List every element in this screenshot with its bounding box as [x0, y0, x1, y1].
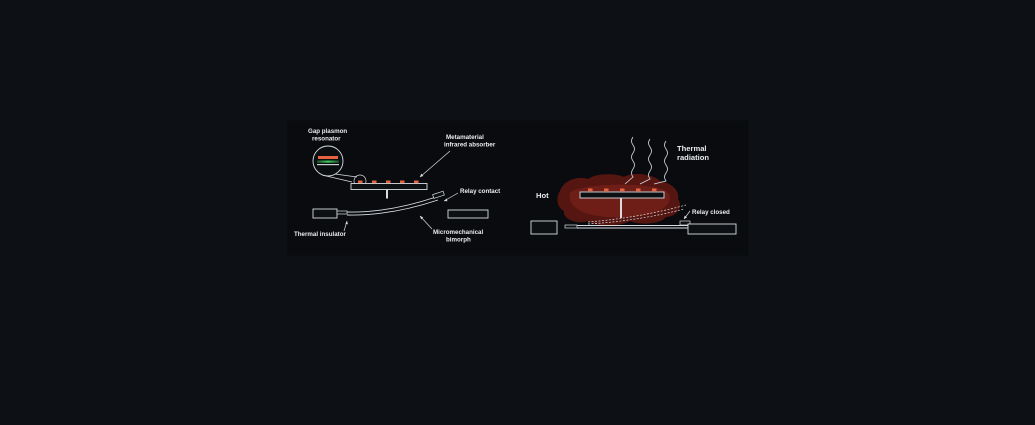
- thermal-radiation-label-line2: radiation: [677, 153, 709, 162]
- thermal-insulator-label: Thermal insulator: [294, 231, 347, 238]
- metamaterial-label-line1: Metamaterial: [446, 134, 484, 141]
- gap-plasmon-zoom-circle: [312, 145, 358, 183]
- relay-closed-label: Relay closed: [692, 209, 730, 216]
- relay-contact-pad: [447, 209, 489, 219]
- right-panel: Thermal radiation Hot: [530, 136, 737, 235]
- resonator-pad: [414, 180, 419, 184]
- right-insulator-block: [530, 220, 558, 235]
- micromechanical-bimorph: [346, 190, 445, 216]
- bimorph-closed: [564, 204, 691, 229]
- relay-diagram: Gap plasmon resonator Metamaterial infra…: [294, 128, 737, 244]
- resonator-pad: [358, 180, 363, 184]
- thermal-radiation-label-line1: Thermal: [677, 144, 707, 153]
- metamaterial-arrow: [419, 150, 451, 178]
- figure-panel: Gap plasmon resonator Metamaterial infra…: [288, 121, 748, 255]
- thermal-insulator-block: [312, 208, 348, 219]
- resonator-top-pad: [318, 156, 338, 159]
- resonator-pad: [372, 180, 377, 184]
- hot-label: Hot: [536, 191, 549, 200]
- metamaterial-label-line2: infrared absorber: [444, 142, 496, 149]
- resonator-pad: [400, 180, 405, 184]
- micromechanical-label-line2: bimorph: [446, 237, 471, 244]
- resonator-pad: [386, 180, 391, 184]
- absorber-hot: [579, 188, 665, 218]
- metamaterial-absorber: [350, 180, 428, 199]
- relay-contact-label: Relay contact: [460, 188, 500, 195]
- micromechanical-label-line1: Micromechanical: [433, 229, 483, 236]
- left-panel: Gap plasmon resonator Metamaterial infra…: [294, 128, 500, 244]
- right-relay-contact-pad: [687, 223, 737, 235]
- resonator-gap-band: [317, 160, 339, 163]
- thermal-radiation-waves: [624, 136, 668, 185]
- gap-plasmon-label-line1: Gap plasmon: [308, 128, 347, 135]
- gap-plasmon-label-line2: resonator: [312, 136, 341, 143]
- resonator-base: [317, 164, 339, 166]
